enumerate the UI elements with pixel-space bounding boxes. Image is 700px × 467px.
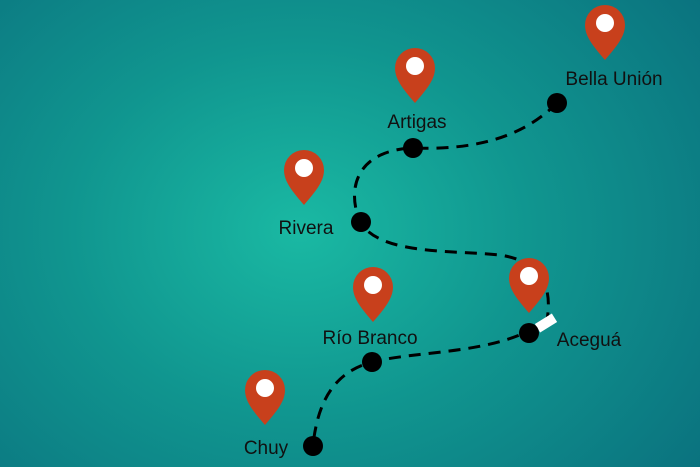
stop-label-rivera: Rivera xyxy=(279,218,334,239)
stop-dot[interactable] xyxy=(519,323,539,343)
stop-dot[interactable] xyxy=(351,212,371,232)
stop-dot[interactable] xyxy=(303,436,323,456)
stop-label-artigas: Artigas xyxy=(387,112,446,133)
stop-dot[interactable] xyxy=(547,93,567,113)
location-pin-icon[interactable] xyxy=(284,150,324,205)
location-pin-icon[interactable] xyxy=(585,5,625,60)
stop-label-chuy: Chuy xyxy=(244,438,289,459)
stop-label-acegua: Aceguá xyxy=(557,330,622,351)
location-pin-icon[interactable] xyxy=(353,267,393,322)
location-pin-icon[interactable] xyxy=(509,258,549,313)
stop-dot[interactable] xyxy=(362,352,382,372)
location-pin-icon[interactable] xyxy=(395,48,435,103)
location-pin-icon[interactable] xyxy=(245,370,285,425)
stop-label-bella-union: Bella Unión xyxy=(565,69,662,90)
border-crossing-marker xyxy=(534,313,558,333)
stop-label-rio-branco: Río Branco xyxy=(322,328,417,349)
stop-dot[interactable] xyxy=(403,138,423,158)
